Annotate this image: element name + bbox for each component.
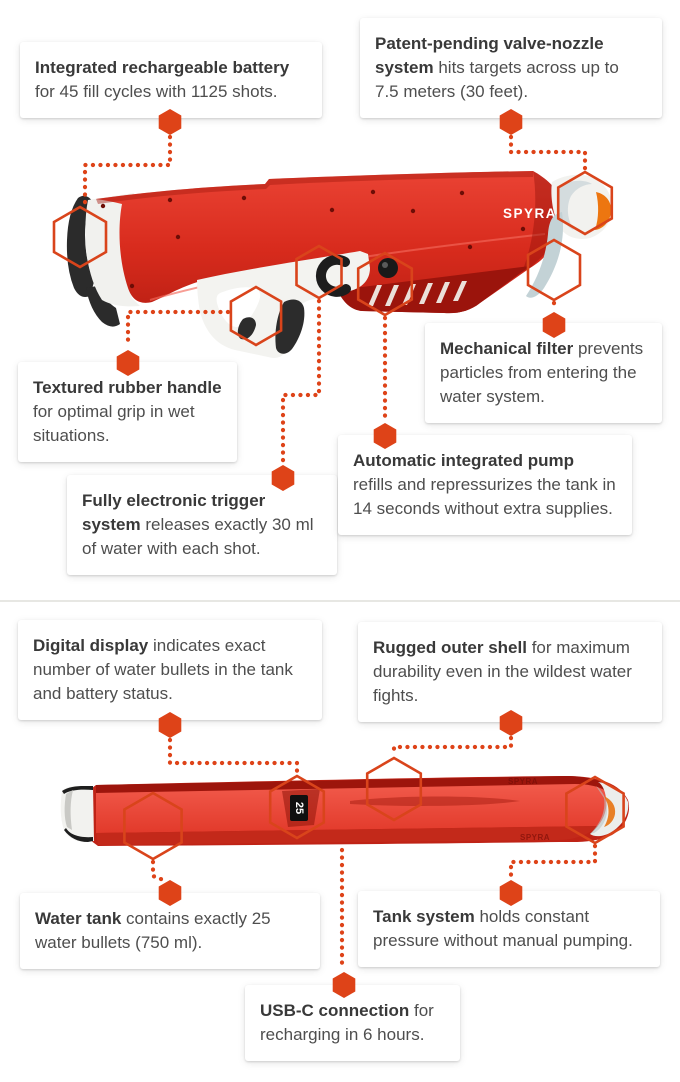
pump-button-highlight <box>382 262 388 268</box>
feature-text: Water tank contains exactly 25 water bul… <box>35 907 305 955</box>
connector-display <box>167 737 300 776</box>
feature-desc: prevents particles from entering the wat… <box>440 339 644 406</box>
feature-card-digital-display: Digital display indicates exact number o… <box>18 620 322 720</box>
gun-top-bevel <box>96 171 533 204</box>
feature-text: USB-C connection for recharging in 6 hou… <box>260 999 445 1047</box>
hex-outline-handle <box>229 285 283 347</box>
dotted-connectors <box>82 134 598 972</box>
feature-desc: releases exactly 30 ml of water with eac… <box>82 515 314 558</box>
connector-tank-system <box>508 843 598 880</box>
top-view-top-face <box>96 784 617 833</box>
section-divider <box>0 600 680 602</box>
feature-card-battery: Integrated rechargeable battery for 45 f… <box>20 42 322 118</box>
feature-desc: holds constant pressure without manual p… <box>373 907 633 950</box>
feature-title: Rugged outer shell <box>373 638 527 657</box>
feature-desc: for maximum durability even in the wilde… <box>373 638 632 705</box>
nozzle-cap-orange <box>604 796 616 827</box>
feature-title: Integrated rechargeable battery <box>35 58 290 77</box>
screws <box>100 189 526 289</box>
connector-shell <box>391 735 514 758</box>
connector-trigger <box>280 298 322 465</box>
feature-card-tank-system: Tank system holds constant pressure with… <box>358 891 660 967</box>
top-face-reflection <box>350 796 520 806</box>
feature-text: Tank system holds constant pressure with… <box>373 905 645 953</box>
feature-text: Mechanical filter prevents particles fro… <box>440 337 647 409</box>
feature-title: Textured rubber handle <box>33 378 222 397</box>
grip-pad-rear <box>237 317 256 340</box>
feature-card-water-tank: Water tank contains exactly 25 water bul… <box>20 893 320 969</box>
hex-outline-shell <box>365 756 423 822</box>
grip-pad-front <box>275 299 305 354</box>
feature-desc: hits targets across up to 7.5 meters (30… <box>375 58 619 101</box>
feature-card-trigger: Fully electronic trigger system releases… <box>67 475 337 575</box>
feature-text: Textured rubber handle for optimal grip … <box>33 376 222 448</box>
stock-pad-lower <box>86 286 120 327</box>
feature-title: Fully electronic trigger system <box>82 491 266 534</box>
brand-logo-text: SPYRA <box>503 206 557 221</box>
brand-logo-near-edge: SPYRA <box>520 833 550 842</box>
digital-display-readout: 25 <box>293 802 305 814</box>
connector-water-tank <box>150 859 169 884</box>
nozzle-cap-shading <box>590 786 608 834</box>
feature-title: Automatic integrated pump <box>353 451 575 470</box>
stock-pad-upper <box>66 195 94 297</box>
feature-title: Digital display <box>33 636 149 655</box>
feature-card-filter: Mechanical filter prevents particles fro… <box>425 323 662 423</box>
top-view-near-bevel <box>96 826 598 845</box>
feature-card-outer-shell: Rugged outer shell for maximum durabilit… <box>358 622 662 722</box>
hex-outline-water-tank <box>123 791 183 861</box>
hex-outline-trigger <box>295 244 343 300</box>
connector-valve-nozzle <box>508 134 588 172</box>
connector-battery <box>82 134 173 206</box>
front-blade <box>526 212 564 298</box>
feature-title: Patent-pending valve-nozzle system <box>375 34 604 77</box>
feature-desc: for 45 fill cycles with 1125 shots. <box>35 82 278 101</box>
slide-handle <box>315 254 351 297</box>
feature-card-valve-nozzle: Patent-pending valve-nozzle system hits … <box>360 18 662 118</box>
rear-cap-shading <box>64 790 73 830</box>
feature-text: Integrated rechargeable battery for 45 f… <box>35 56 307 104</box>
feature-title: Water tank <box>35 909 122 928</box>
hex-outline-filter <box>526 238 582 302</box>
feature-title: Tank system <box>373 907 475 926</box>
feature-desc: refills and repressurizes the tank in 14… <box>353 475 616 518</box>
feature-text: Digital display indicates exact number o… <box>33 634 307 706</box>
hex-outline-battery <box>52 205 108 269</box>
hex-outline-pump <box>356 251 414 317</box>
feature-text: Fully electronic trigger system releases… <box>82 489 322 561</box>
feature-card-usb-c: USB-C connection for recharging in 6 hou… <box>245 985 460 1061</box>
feature-text: Rugged outer shell for maximum durabilit… <box>373 636 647 708</box>
feature-desc: contains exactly 25 water bullets (750 m… <box>35 909 271 952</box>
digital-display <box>290 795 308 821</box>
feature-desc: indicates exact number of water bullets … <box>33 636 293 703</box>
feature-title: Mechanical filter <box>440 339 574 358</box>
bottom-gun-callout-outlines <box>123 756 625 861</box>
digital-display-value: 25 <box>293 802 305 814</box>
hex-outline-display <box>268 774 326 840</box>
rear-cap-edge-bottom <box>64 828 93 842</box>
feature-card-handle: Textured rubber handle for optimal grip … <box>18 362 237 462</box>
hex-outline-tank-system <box>565 775 625 845</box>
feature-desc: for optimal grip in wet situations. <box>33 402 195 445</box>
feature-card-pump: Automatic integrated pump refills and re… <box>338 435 632 535</box>
brand-logo-far-edge: SPYRA <box>508 777 538 786</box>
feature-text: Patent-pending valve-nozzle system hits … <box>375 32 647 104</box>
water-gun-top-view: 25 SPYRA SPYRA <box>60 776 630 846</box>
feature-desc: for recharging in 6 hours. <box>260 1001 434 1044</box>
hex-outline-nozzle <box>556 170 614 236</box>
feature-title: USB-C connection <box>260 1001 410 1020</box>
nozzle-shading <box>558 180 592 230</box>
feature-text: Automatic integrated pump refills and re… <box>353 449 617 521</box>
pump-button <box>378 258 398 278</box>
vent-panel <box>338 266 530 314</box>
rear-cap-edge-top <box>62 786 93 794</box>
top-gun-callout-outlines <box>52 170 614 347</box>
